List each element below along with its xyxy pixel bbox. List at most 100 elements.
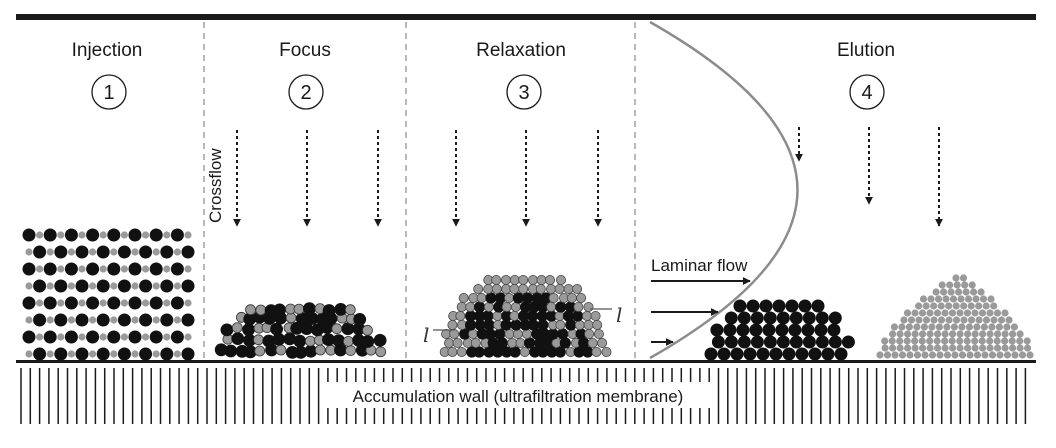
small-particle <box>592 319 603 330</box>
small-particle <box>25 248 33 256</box>
large-particle <box>86 262 100 276</box>
small-particle <box>546 301 557 312</box>
large-particle <box>75 279 89 293</box>
small-particle <box>987 295 995 303</box>
large-particle <box>290 321 304 335</box>
small-particle <box>1024 344 1032 352</box>
large-particle <box>737 335 751 349</box>
large-particle <box>294 346 308 359</box>
small-particle <box>1003 351 1012 359</box>
small-particle <box>1001 344 1009 352</box>
small-particle <box>131 316 139 324</box>
small-particle <box>184 231 192 239</box>
large-particle <box>303 302 316 315</box>
small-particle <box>1011 351 1019 359</box>
small-particle <box>255 304 267 316</box>
large-particle <box>537 301 549 313</box>
channel-bottom-wall <box>16 360 1036 363</box>
small-particle <box>152 248 160 256</box>
small-particle <box>947 288 955 296</box>
small-particle <box>131 350 139 358</box>
small-particle <box>89 282 97 290</box>
small-particle <box>957 295 965 303</box>
large-particle <box>64 228 78 242</box>
small-particle <box>990 302 998 310</box>
small-particle <box>981 351 989 359</box>
small-particle <box>971 309 979 317</box>
large-particle <box>565 319 577 331</box>
small-particle <box>152 282 160 290</box>
small-particle <box>994 344 1002 352</box>
small-particle <box>452 337 463 348</box>
large-particle <box>117 313 131 327</box>
small-particle <box>994 330 1002 338</box>
small-particle <box>889 330 897 338</box>
large-particle <box>86 228 100 242</box>
large-particle <box>170 262 184 276</box>
small-particle <box>911 309 919 317</box>
small-particle <box>973 351 982 359</box>
small-particle <box>988 351 997 359</box>
small-particle <box>152 350 160 358</box>
stage-title-relaxation: Relaxation <box>476 40 566 61</box>
large-particle <box>139 279 153 293</box>
small-particle <box>142 265 150 273</box>
small-particle <box>979 344 987 352</box>
small-particle <box>131 248 139 256</box>
small-particle <box>345 345 357 357</box>
small-particle <box>375 346 387 358</box>
large-particle <box>224 344 238 358</box>
small-particle <box>275 344 287 356</box>
large-particle <box>500 319 512 331</box>
small-particle <box>907 316 916 324</box>
small-particle <box>933 337 941 345</box>
small-particle <box>952 316 961 324</box>
small-particle <box>952 274 960 282</box>
large-particle <box>482 310 494 322</box>
large-particle <box>96 245 110 259</box>
small-particle <box>946 281 954 289</box>
small-particle <box>982 302 990 310</box>
large-particle <box>536 310 548 322</box>
small-particle <box>926 344 934 352</box>
small-particle <box>57 299 65 307</box>
small-particle <box>583 319 594 330</box>
small-particle <box>965 323 974 331</box>
small-particle <box>500 274 511 285</box>
large-particle <box>243 334 256 347</box>
small-particle <box>331 323 343 335</box>
large-particle <box>821 347 835 361</box>
step-number-4: 4 <box>861 82 872 104</box>
large-particle <box>373 333 387 347</box>
elution-small-particle-zone <box>876 274 1034 359</box>
large-particle <box>827 323 841 337</box>
small-particle <box>1023 337 1031 345</box>
large-particle <box>724 335 738 349</box>
small-particle <box>556 274 567 285</box>
small-particle <box>545 274 556 285</box>
small-particle <box>995 323 1004 331</box>
small-particle <box>919 330 927 338</box>
small-particle <box>99 231 107 239</box>
large-particle <box>811 299 825 313</box>
stage-title-injection: Injection <box>72 40 143 61</box>
step-number-1: 1 <box>103 82 114 104</box>
small-particle <box>949 330 957 338</box>
large-particle <box>75 347 89 361</box>
large-particle <box>510 319 522 331</box>
crossflow-label: Crossflow <box>206 148 225 223</box>
accumulation-wall-label: Accumulation wall (ultrafiltration membr… <box>353 387 684 406</box>
large-particle <box>565 301 577 313</box>
small-particle <box>956 309 964 317</box>
small-particle <box>945 302 953 310</box>
large-particle <box>160 313 174 327</box>
large-particle <box>801 323 815 337</box>
large-particle <box>785 299 799 313</box>
large-particle <box>798 299 812 313</box>
small-particle <box>933 309 942 317</box>
large-particle <box>730 347 744 361</box>
small-particle <box>57 231 65 239</box>
large-particle <box>43 330 57 344</box>
layer-thickness-symbol: l <box>616 303 622 327</box>
small-particle <box>184 265 192 273</box>
